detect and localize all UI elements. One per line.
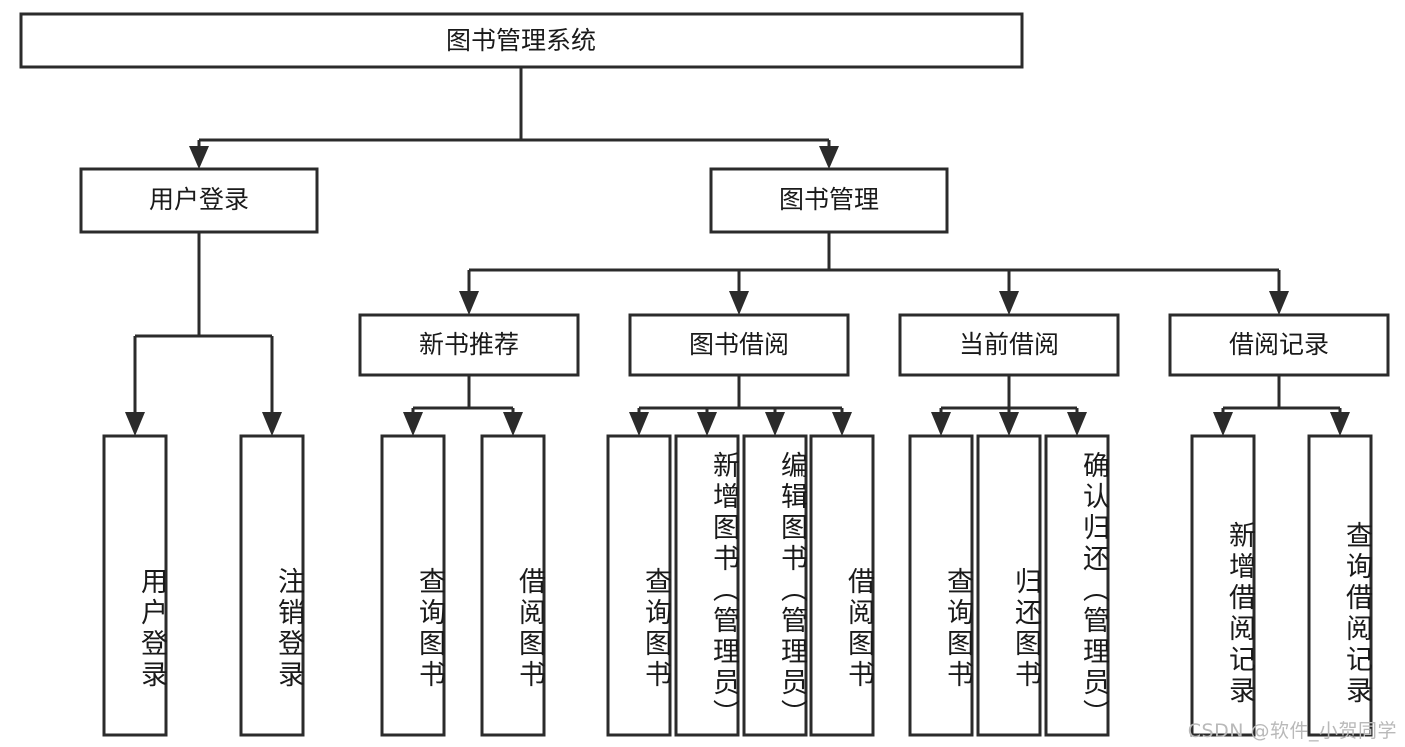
- node-leaf-bb-add-book-box[interactable]: [674, 434, 740, 737]
- node-root-label: 图书管理系统: [446, 26, 596, 55]
- arrow-head-borrowrecord-leaf-1: [1213, 412, 1233, 436]
- arrow-head-new-book-recommend: [459, 291, 479, 315]
- node-book-manage-box[interactable]: [709, 167, 949, 234]
- arrow-head-current-borrow: [999, 291, 1019, 315]
- node-leaf-bb-edit-book-box[interactable]: [742, 434, 808, 737]
- node-current-borrow-label: 当前借阅: [959, 330, 1059, 359]
- node-book-borrow-label: 图书借阅: [689, 330, 789, 359]
- arrow-head-newbook-leaf-1: [403, 412, 423, 436]
- node-root-box[interactable]: [19, 12, 1024, 69]
- arrow-head-borrow-record: [1269, 291, 1289, 315]
- arrow-head-borrowrecord-leaf-2: [1330, 412, 1350, 436]
- node-borrow-record-label: 借阅记录: [1229, 330, 1329, 359]
- node-borrow-record-box[interactable]: [1168, 313, 1390, 377]
- arrow-head-leaf-logout: [262, 412, 282, 436]
- arrow-head-leaf-user-login: [125, 412, 145, 436]
- arrow-head-currentborrow-leaf-3: [1067, 412, 1087, 436]
- connector-group-bookmanage-to-level3: [459, 232, 1289, 315]
- node-leaf-bb-borrow-book-box[interactable]: [809, 434, 875, 737]
- node-leaf-cb-query-book-box[interactable]: [908, 434, 974, 737]
- node-book-borrow-box[interactable]: [628, 313, 850, 377]
- node-leaf-user-login-box[interactable]: [102, 434, 168, 737]
- arrow-head-bookborrow-leaf-2: [697, 412, 717, 436]
- arrow-head-bookborrow-leaf-3: [765, 412, 785, 436]
- node-current-borrow-box[interactable]: [898, 313, 1120, 377]
- node-leaf-logout-box[interactable]: [239, 434, 305, 737]
- connector-group-bookborrow-to-leaves: [629, 375, 852, 436]
- node-book-manage-label: 图书管理: [779, 185, 879, 214]
- arrow-head-currentborrow-leaf-2: [999, 412, 1019, 436]
- arrow-head-book-borrow: [729, 291, 749, 315]
- node-leaf-bb-query-book-box[interactable]: [606, 434, 672, 737]
- arrow-head-currentborrow-leaf-1: [931, 412, 951, 436]
- connector-group-root-to-level2: [189, 67, 839, 169]
- node-new-book-recommend-label: 新书推荐: [419, 330, 519, 359]
- watermark-text: CSDN @软件_小贺同学: [1187, 720, 1397, 742]
- connector-group-currentborrow-to-leaves: [931, 375, 1087, 436]
- node-leaf-nb-borrow-book-box[interactable]: [480, 434, 546, 737]
- connector-group-userlogin-to-leaves: [125, 232, 282, 436]
- connector-group-borrowrecord-to-leaves: [1213, 375, 1350, 436]
- connector-group-newbook-to-leaves: [403, 375, 523, 436]
- arrow-head-newbook-leaf-2: [503, 412, 523, 436]
- node-user-login-box[interactable]: [79, 167, 319, 234]
- node-leaf-cb-confirm-return-box[interactable]: [1044, 434, 1110, 737]
- node-leaf-cb-return-book-box[interactable]: [976, 434, 1042, 737]
- arrow-head-bookborrow-leaf-1: [629, 412, 649, 436]
- node-user-login-label: 用户登录: [149, 185, 249, 214]
- arrow-head-user-login: [189, 146, 209, 169]
- arrow-head-book-manage: [819, 146, 839, 169]
- node-new-book-recommend-box[interactable]: [358, 313, 580, 377]
- arrow-head-bookborrow-leaf-4: [832, 412, 852, 436]
- node-leaf-br-add-record-box[interactable]: [1190, 434, 1256, 737]
- node-leaf-nb-query-book-box[interactable]: [380, 434, 446, 737]
- node-leaf-br-query-record-box[interactable]: [1307, 434, 1373, 737]
